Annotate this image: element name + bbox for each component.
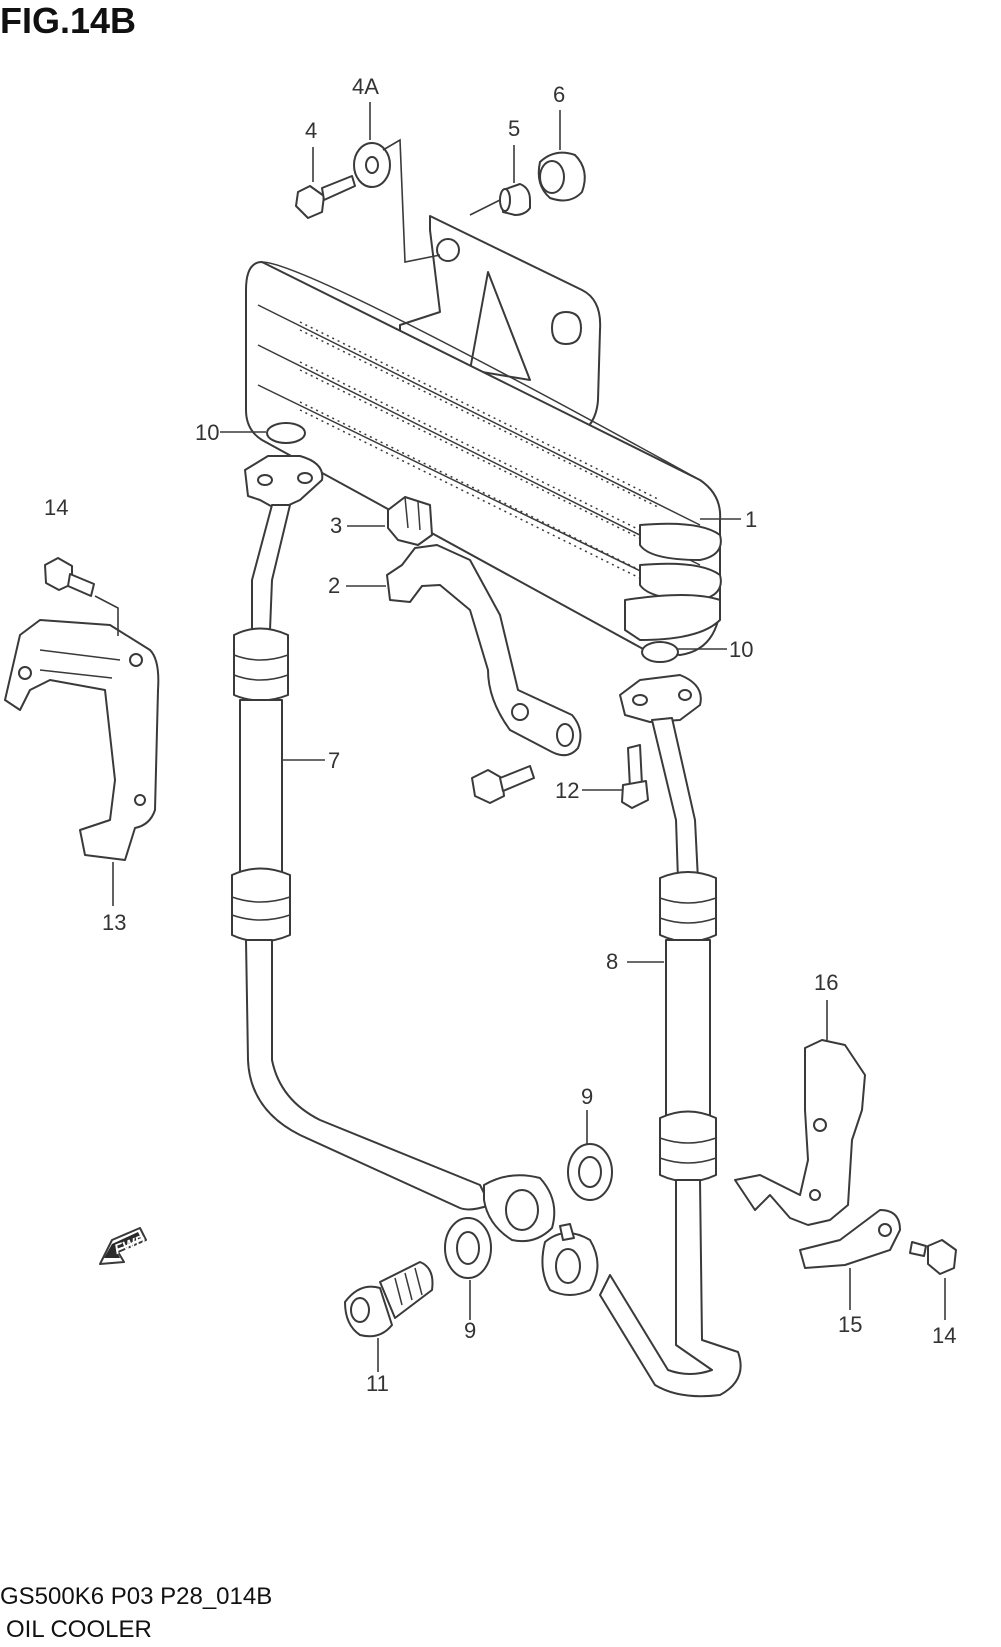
callout-1: 1 <box>745 507 757 532</box>
hose-7 <box>231 455 556 1243</box>
callout-5: 5 <box>508 116 520 141</box>
callout-11: 11 <box>366 1371 389 1396</box>
callout-labels: 4A 4 5 6 10 1 14 3 2 10 7 12 13 8 16 9 9… <box>44 74 956 1396</box>
washer-4a <box>353 142 391 188</box>
bolt-14-right <box>909 1239 957 1275</box>
callout-14-left: 14 <box>44 495 68 520</box>
diagram-code: GS500K6 P03 P28_014B <box>0 1583 273 1610</box>
oil-cooler <box>245 215 722 656</box>
leader-lines <box>112 102 946 1372</box>
callout-12: 12 <box>555 778 579 803</box>
callout-7: 7 <box>328 748 340 773</box>
callout-14-right: 14 <box>932 1323 956 1348</box>
union-bolt-11 <box>344 1261 434 1338</box>
grommet-6 <box>537 151 586 202</box>
stay-2 <box>386 544 582 757</box>
bracket-16 <box>734 1039 866 1226</box>
callout-4a: 4A <box>352 74 379 99</box>
figure-title: FIG.14B <box>0 0 137 41</box>
bolt-12 <box>621 744 649 809</box>
fwd-arrow: FWD <box>99 1227 148 1265</box>
bolt-stay <box>471 765 535 804</box>
o-ring-10-right <box>641 641 679 663</box>
bracket-13 <box>4 619 160 861</box>
callout-13: 13 <box>102 910 126 935</box>
callout-16: 16 <box>814 970 838 995</box>
bolt-14-left <box>44 557 95 597</box>
callout-9-upper: 9 <box>581 1084 593 1109</box>
o-ring-10-left <box>266 422 306 444</box>
callout-9-lower: 9 <box>464 1318 476 1343</box>
callout-3: 3 <box>330 513 342 538</box>
callout-4: 4 <box>305 118 317 143</box>
clip-3 <box>387 496 433 546</box>
washer-9-upper <box>567 1143 613 1201</box>
fwd-label: FWD <box>112 1231 147 1257</box>
bracket-15 <box>799 1209 901 1269</box>
callout-2: 2 <box>328 573 340 598</box>
diagram-name: OIL COOLER <box>6 1616 152 1643</box>
callout-8: 8 <box>606 949 618 974</box>
bolt-4 <box>295 175 356 219</box>
callout-6: 6 <box>553 82 565 107</box>
callout-10-left: 10 <box>195 420 219 445</box>
callout-10-right: 10 <box>729 637 753 662</box>
washer-9-lower <box>444 1217 492 1279</box>
callout-15: 15 <box>838 1312 862 1337</box>
collar-5 <box>499 183 531 216</box>
hose-8 <box>541 674 742 1398</box>
